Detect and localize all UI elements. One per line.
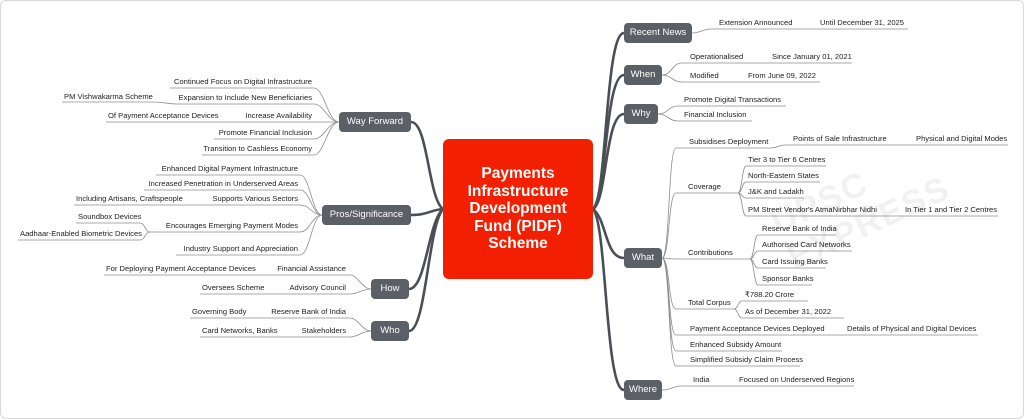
branch-pros-significance[interactable]: Pros/Significance	[322, 205, 411, 225]
central-topic-line: Scheme	[488, 235, 548, 253]
branch-way-forward[interactable]: Way Forward	[339, 112, 411, 132]
node-supports-sectors[interactable]: Supports Various Sectors	[212, 194, 298, 203]
node-governing-body-rbi[interactable]: Reserve Bank of India	[271, 307, 346, 316]
node-enhanced-subsidy[interactable]: Enhanced Subsidy Amount	[690, 340, 782, 349]
node-simplified-claim[interactable]: Simplified Subsidy Claim Process	[690, 355, 804, 364]
branch-who[interactable]: Who	[371, 321, 409, 341]
central-topic[interactable]: Payments Infrastructure Development Fund…	[443, 139, 593, 279]
node-card-networks[interactable]: Authorised Card Networks	[762, 240, 851, 249]
branch-when[interactable]: When	[624, 65, 662, 85]
node-card-issuing-banks[interactable]: Card Issuing Banks	[762, 257, 828, 266]
central-topic-line: Infrastructure	[467, 182, 569, 200]
node-increased-penetration[interactable]: Increased Penetration in Underserved Are…	[148, 179, 298, 188]
node-continued-focus[interactable]: Continued Focus on Digital Infrastructur…	[173, 77, 312, 86]
node-increase-availability[interactable]: Increase Availability	[245, 111, 312, 120]
node-devices-deployed[interactable]: Payment Acceptance Devices Deployed	[690, 324, 825, 333]
node-as-of-date[interactable]: As of December 31, 2022	[745, 307, 832, 316]
node-corpus-amount[interactable]: ₹788.20 Crore	[745, 290, 795, 299]
node-deploying-devices[interactable]: For Deploying Payment Acceptance Devices	[106, 264, 256, 273]
node-industry-support[interactable]: Industry Support and Appreciation	[183, 244, 298, 253]
node-from-date[interactable]: From June 09, 2022	[748, 71, 816, 80]
node-jk-ladakh[interactable]: J&K and Ladakh	[748, 187, 804, 196]
node-advisory-council[interactable]: Advisory Council	[289, 283, 346, 292]
node-enhanced-infrastructure[interactable]: Enhanced Digital Payment Infrastructure	[161, 164, 298, 173]
node-devices-details[interactable]: Details of Physical and Digital Devices	[847, 324, 977, 333]
node-subsidises-deployment[interactable]: Subsidises Deployment	[689, 137, 769, 146]
node-reserve-bank[interactable]: Reserve Bank of India	[762, 224, 837, 233]
node-promote-financial-inclusion[interactable]: Promote Financial Inclusion	[218, 128, 312, 137]
node-pm-vishwakarma[interactable]: PM Vishwakarma Scheme	[64, 92, 153, 101]
node-since-date[interactable]: Since January 01, 2021	[772, 52, 852, 61]
central-topic-line: Fund (PIDF)	[474, 217, 562, 235]
node-card-networks-banks[interactable]: Card Networks, Banks	[202, 326, 278, 335]
node-sponsor-banks[interactable]: Sponsor Banks	[762, 274, 814, 283]
node-points-of-sale[interactable]: Points of Sale Infrastructure	[793, 134, 887, 143]
node-artisans[interactable]: Including Artisans, Craftspeople	[76, 194, 183, 203]
node-north-eastern[interactable]: North-Eastern States	[748, 171, 819, 180]
node-stakeholders[interactable]: Stakeholders	[301, 326, 346, 335]
node-total-corpus[interactable]: Total Corpus	[688, 298, 731, 307]
node-physical-digital-modes[interactable]: Physical and Digital Modes	[916, 134, 1008, 143]
node-until-date[interactable]: Until December 31, 2025	[820, 18, 904, 27]
node-soundbox[interactable]: Soundbox Devices	[78, 212, 142, 221]
branch-what[interactable]: What	[624, 248, 662, 268]
node-promote-digital[interactable]: Promote Digital Transactions	[684, 95, 782, 104]
central-topic-line: Payments	[481, 165, 555, 183]
node-financial-inclusion[interactable]: Financial Inclusion	[684, 110, 747, 119]
node-contributions[interactable]: Contributions	[688, 248, 733, 257]
node-oversees-scheme[interactable]: Oversees Scheme	[202, 283, 265, 292]
branch-why[interactable]: Why	[624, 104, 658, 124]
node-coverage[interactable]: Coverage	[688, 182, 721, 191]
node-tier-1-2[interactable]: In Tier 1 and Tier 2 Centres	[905, 205, 998, 214]
branch-where[interactable]: Where	[624, 380, 662, 400]
node-tier-3-6[interactable]: Tier 3 to Tier 6 Centres	[748, 155, 826, 164]
node-cashless-economy[interactable]: Transition to Cashless Economy	[203, 144, 312, 153]
node-extension-announced[interactable]: Extension Announced	[719, 18, 793, 27]
node-payment-devices[interactable]: Of Payment Acceptance Devices	[108, 111, 219, 120]
node-operationalised[interactable]: Operationalised	[690, 52, 744, 61]
node-aadhaar-devices[interactable]: Aadhaar-Enabled Biometric Devices	[20, 229, 142, 238]
node-expansion-beneficiaries[interactable]: Expansion to Include New Beneficiaries	[178, 93, 312, 102]
node-pm-street-vendor[interactable]: PM Street Vendor's AtmaNirbhar Nidhi	[748, 205, 877, 214]
branch-how[interactable]: How	[371, 279, 409, 299]
branch-recent-news[interactable]: Recent News	[624, 23, 692, 43]
node-underserved-regions[interactable]: Focused on Underserved Regions	[739, 375, 855, 384]
node-india[interactable]: India	[693, 375, 710, 384]
node-governing-body[interactable]: Governing Body	[192, 307, 247, 316]
node-emerging-modes[interactable]: Encourages Emerging Payment Modes	[165, 221, 298, 230]
central-topic-line: Development	[469, 200, 567, 218]
node-financial-assistance[interactable]: Financial Assistance	[277, 264, 346, 273]
node-modified[interactable]: Modified	[690, 71, 719, 80]
